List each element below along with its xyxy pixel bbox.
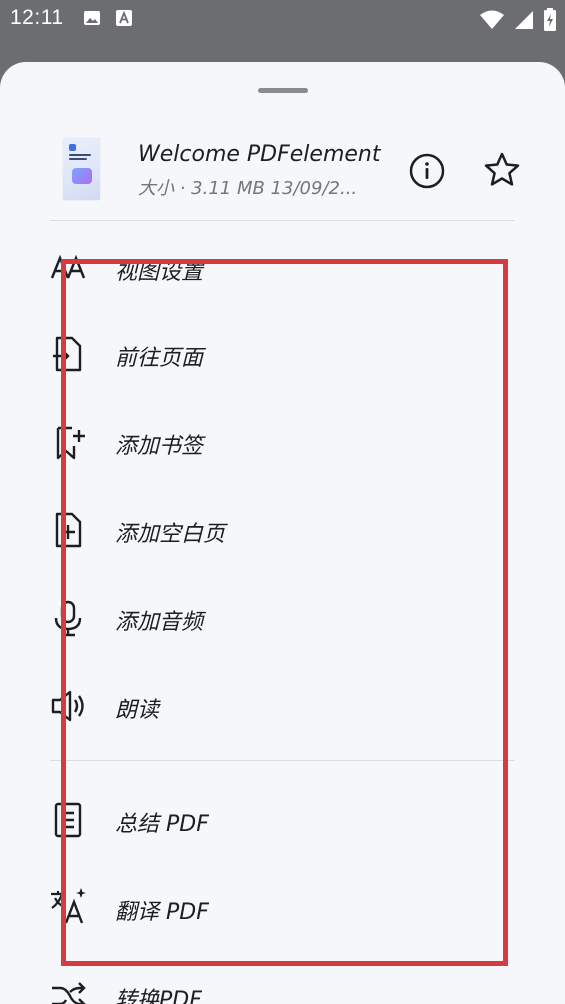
text-a-icon	[116, 10, 132, 26]
add-page-icon	[55, 512, 82, 548]
menu-label-view-settings: 视图设置	[115, 260, 204, 285]
status-time: 12:11	[10, 6, 64, 29]
menu-item-convert-pdf[interactable]: 转换PDF	[0, 952, 565, 1004]
bottom-sheet: Welcome PDFelement 大小 · 3.11 MB 13/09/2.…	[0, 62, 565, 1004]
section-divider	[50, 760, 515, 761]
menu-label-goto-page: 前往页面	[115, 346, 204, 371]
goto-page-icon	[53, 336, 82, 372]
status-bar: 12:11	[0, 0, 565, 40]
add-bookmark-icon	[56, 426, 85, 460]
battery-icon	[544, 8, 556, 31]
menu-item-add-bookmark[interactable]: 添加书签	[0, 398, 565, 486]
menu-label-summarize-pdf: 总结 PDF	[115, 812, 209, 837]
menu-label-add-blank-page: 添加空白页	[115, 522, 226, 547]
speaker-icon	[51, 690, 84, 722]
star-icon	[484, 152, 520, 186]
info-button[interactable]	[408, 152, 446, 190]
menu-label-translate-pdf: 翻译 PDF	[115, 900, 209, 925]
drag-handle[interactable]	[258, 88, 308, 93]
font-size-icon	[50, 254, 86, 279]
favorite-button[interactable]	[482, 150, 522, 190]
menu-item-add-audio[interactable]: 添加音频	[0, 574, 565, 662]
menu-item-translate-pdf[interactable]: 翻译 PDF	[0, 864, 565, 952]
summary-icon	[54, 802, 82, 838]
signal-icon	[515, 11, 533, 29]
menu-label-convert-pdf: 转换PDF	[115, 988, 202, 1004]
document-title: Welcome PDFelement	[138, 142, 381, 167]
wifi-icon	[480, 10, 504, 29]
menu-item-goto-page[interactable]: 前往页面	[0, 310, 565, 398]
document-thumbnail	[63, 138, 100, 200]
translate-icon	[51, 888, 86, 924]
image-icon	[84, 11, 100, 25]
menu-item-view-settings[interactable]: 视图设置	[0, 230, 565, 318]
menu-label-read-aloud: 朗读	[115, 698, 160, 723]
header-divider	[50, 220, 515, 221]
menu-item-add-blank-page[interactable]: 添加空白页	[0, 486, 565, 574]
menu-item-read-aloud[interactable]: 朗读	[0, 662, 565, 750]
menu-item-summarize-pdf[interactable]: 总结 PDF	[0, 776, 565, 864]
info-icon	[409, 153, 445, 189]
microphone-icon	[54, 600, 82, 637]
menu-label-add-bookmark: 添加书签	[115, 434, 204, 459]
menu-label-add-audio: 添加音频	[115, 610, 204, 635]
document-meta: 大小 · 3.11 MB 13/09/2...	[138, 178, 358, 199]
shuffle-icon	[52, 982, 86, 1004]
